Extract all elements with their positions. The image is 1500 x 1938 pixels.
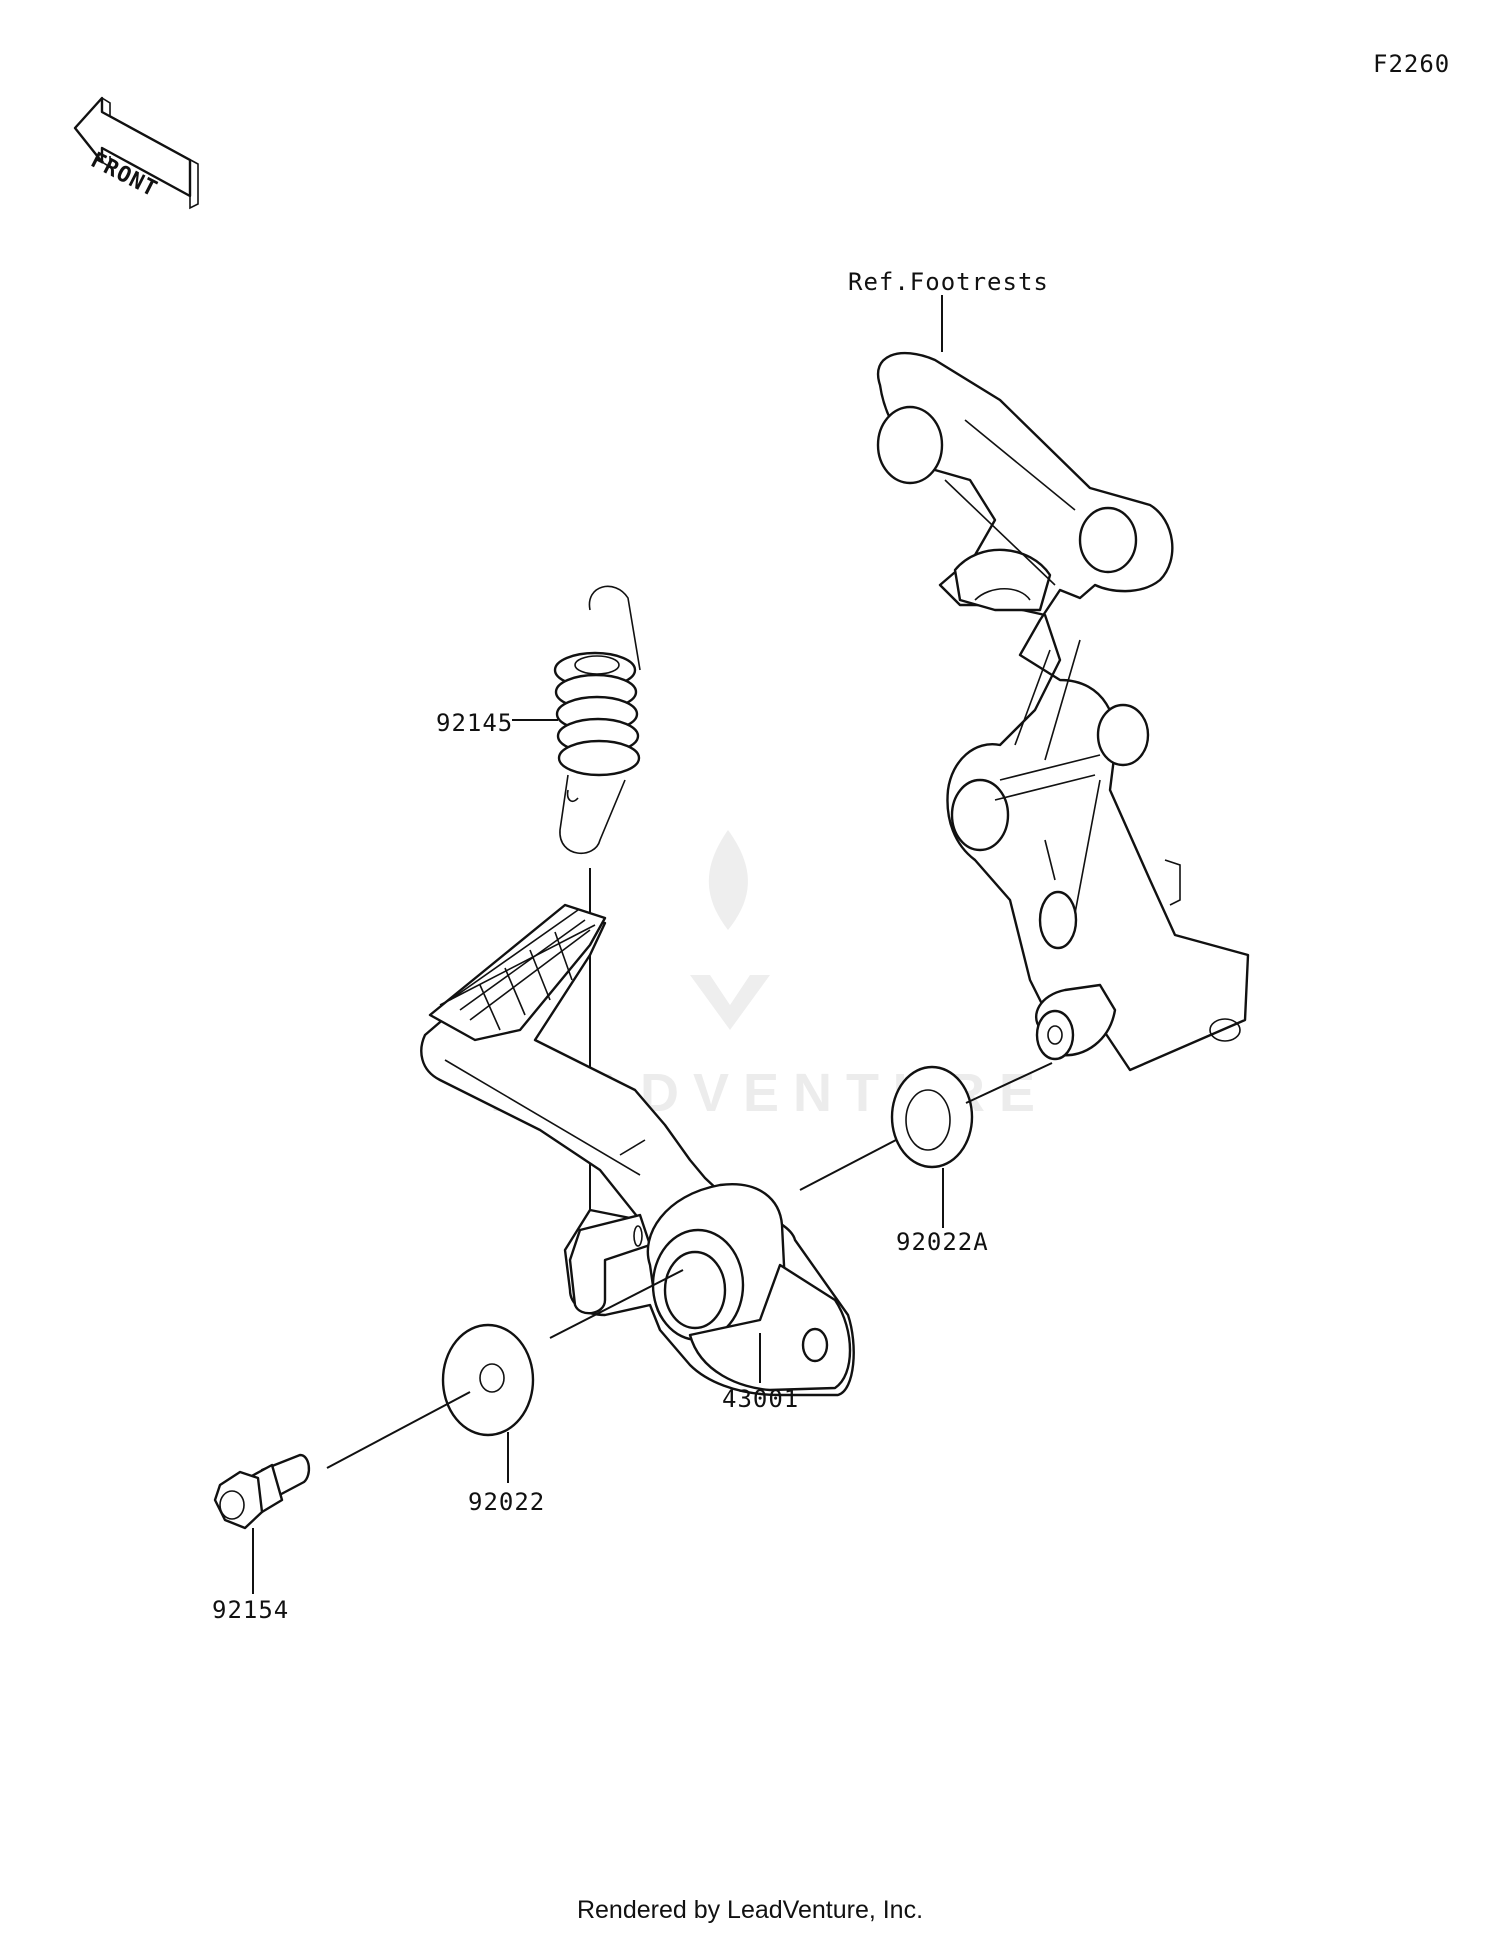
washer-a-axis-line-2 bbox=[965, 1062, 1053, 1104]
part-number-92022: 92022 bbox=[468, 1488, 546, 1516]
figure-code: F2260 bbox=[1373, 50, 1451, 78]
footer-credit: Rendered by LeadVenture, Inc. bbox=[576, 1896, 924, 1924]
washer bbox=[441, 1323, 535, 1437]
front-arrow-icon bbox=[73, 96, 199, 210]
watermark-logo bbox=[690, 830, 770, 1030]
part-number-43001: 43001 bbox=[722, 1385, 800, 1413]
bolt bbox=[213, 1453, 311, 1530]
return-spring bbox=[553, 585, 641, 854]
part-number-92022a: 92022A bbox=[896, 1228, 989, 1256]
part-number-92145: 92145 bbox=[436, 709, 514, 737]
ref-footrests-label: Ref.Footrests bbox=[848, 268, 1049, 296]
washer-a bbox=[890, 1065, 974, 1169]
part-number-92154: 92154 bbox=[212, 1596, 290, 1624]
pedal-axis-line bbox=[549, 1269, 684, 1339]
washer-a-axis-line-1 bbox=[799, 1139, 897, 1191]
washer-axis-line bbox=[326, 1391, 471, 1469]
brake-pedal bbox=[420, 903, 855, 1397]
footrest-bracket bbox=[876, 352, 1250, 1072]
